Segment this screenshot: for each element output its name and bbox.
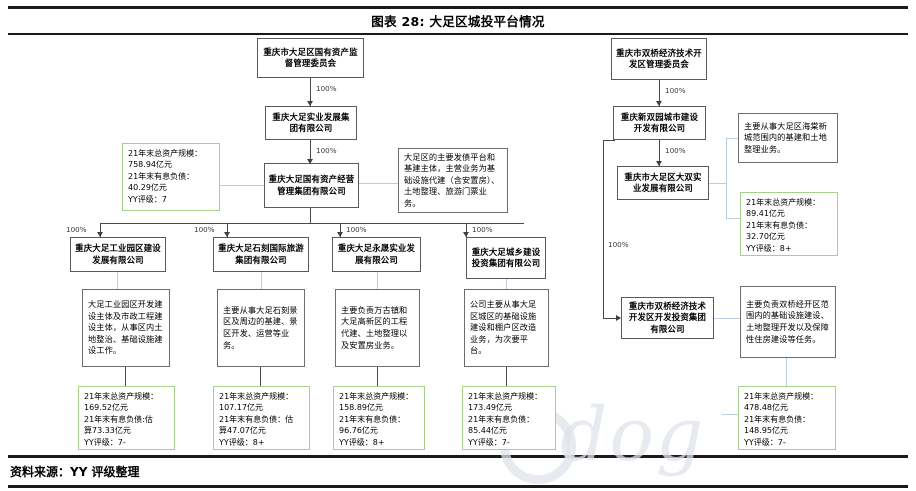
connector-sub3-desc	[377, 272, 379, 289]
pct-sub-2: 100%	[194, 225, 215, 234]
connector-dashuang-metric	[726, 218, 740, 220]
metric-core-platform: 21年末总资产规模： 758.94亿元 21年末有息负债： 40.29亿元 YY…	[122, 143, 220, 211]
connector-sasac-shiye	[310, 78, 312, 106]
node-subsidiary-2[interactable]: 重庆大足石刻国际旅游集团有限公司	[213, 237, 309, 272]
connector-drop-sub-3	[340, 223, 342, 237]
connector-kaitou-desc	[714, 318, 740, 320]
connector-dashuang-desc	[726, 138, 738, 140]
arrow-admin-xinshuangyuan	[655, 101, 662, 106]
connector-admin-xinshuangyuan	[659, 80, 661, 106]
connector-desc1-metric	[125, 367, 127, 386]
metric-subsidiary-1: 21年末总资产规模： 169.52亿元 21年末有息负债:估 算73.33亿元 …	[78, 386, 175, 450]
source-divider-rule	[8, 455, 908, 458]
pct-sasac-shiye: 100%	[316, 84, 337, 93]
metric-kaitou-group: 21年末总资产规模： 478.48亿元 21年末有息负债： 148.95亿元 Y…	[738, 386, 836, 450]
node-subsidiary-3[interactable]: 重庆大足永晟实业发展有限公司	[332, 237, 421, 272]
node-dashuang[interactable]: 重庆市大足区大双实业发展有限公司	[617, 166, 709, 200]
metric-dashuang: 21年末总资产规模： 89.41亿元 21年末有息负债： 32.70亿元 YY评…	[740, 192, 838, 256]
connector-drop-sub-4	[466, 223, 468, 237]
metric-subsidiary-4: 21年末总资产规模： 173.49亿元 21年末有息负债： 85.44亿元 YY…	[462, 386, 556, 450]
node-shiye-group[interactable]: 重庆大足实业发展集团有限公司	[265, 106, 357, 140]
pct-xinshuangyuan-dashuang: 100%	[665, 146, 686, 155]
watermark-text: dog	[560, 392, 706, 478]
source-note: 资料来源：YY 评级整理	[10, 465, 140, 479]
connector-sub4-desc	[506, 279, 508, 289]
connector-kaitou-metric-in	[722, 414, 738, 416]
arrow-elbow-kaitou	[616, 314, 621, 321]
connector-elbow-bottom	[603, 318, 620, 320]
desc-kaitou-group: 主要负责双桥经开区范围内的基础设施建设、土地整理开发以及保障性住房建设等任务。	[740, 286, 836, 358]
pct-admin-xinshuangyuan: 100%	[665, 86, 686, 95]
connector-dashuang-branch-h	[709, 183, 726, 185]
arrow-xinshuangyuan-dashuang	[655, 161, 662, 166]
node-sasac[interactable]: 重庆市大足区国有资产监督管理委员会	[257, 38, 364, 78]
top-rule	[8, 6, 908, 9]
desc-subsidiary-4: 公司主要从事大足区城区的基础设施建设和棚户区改造业务，为次要平台。	[464, 289, 549, 367]
arrow-sub-2	[223, 232, 230, 237]
connector-sub1-desc	[117, 272, 119, 289]
title-underline-rule	[8, 33, 908, 35]
page-title: 图表 28: 大足区城投平台情况	[371, 14, 545, 29]
desc-subsidiary-2: 主要从事大足石刻景区及周边的基建、景区开发、运营等业务。	[217, 289, 305, 367]
node-xinshuangyuan[interactable]: 重庆新双园城市建设开发有限公司	[613, 106, 706, 140]
connector-xinshuangyuan-dashuang	[659, 140, 661, 166]
connector-drop-sub-2	[227, 223, 229, 237]
connector-desc2-metric	[260, 367, 262, 386]
desc-core-platform: 大足区的主要发债平台和基建主体，主营业务为基础设施代建（含安置房）、土地整理、旅…	[398, 148, 508, 213]
connector-elbow-vertical	[603, 140, 605, 318]
node-kaitou-group[interactable]: 重庆市双桥经济技术开发区开发投资集团有限公司	[621, 297, 714, 339]
connector-core-desc	[359, 183, 398, 185]
metric-subsidiary-2: 21年末总资产规模： 107.17亿元 21年末有息负债：估 算47.07亿元 …	[213, 386, 310, 450]
bottom-rule	[8, 485, 908, 488]
node-subsidiary-1[interactable]: 重庆大足工业园区建设发展有限公司	[70, 237, 166, 272]
connector-subsidiary-bus	[100, 223, 524, 225]
desc-dashuang: 主要从事大足区海棠新城范围内的基建和土地整理业务。	[738, 113, 838, 163]
connector-core-metric	[220, 185, 264, 187]
arrow-sub-4	[462, 232, 469, 237]
pct-shiye-core: 100%	[316, 146, 337, 155]
desc-subsidiary-1: 大足工业园区开发建设主体及市政工程建设主体，从事区内土地整治、基础设施建设工作。	[82, 289, 170, 367]
node-shuangqiao-admin[interactable]: 重庆市双桥经济技术开发区管理委员会	[611, 38, 707, 80]
node-core-platform[interactable]: 重庆大足国有资产经营管理集团有限公司	[264, 163, 359, 208]
connector-dashuang-branch-v	[726, 138, 728, 218]
connector-shiye-core	[310, 140, 312, 164]
arrow-shiye-core	[306, 159, 313, 164]
node-subsidiary-4[interactable]: 重庆大足城乡建设投资集团有限公司	[466, 237, 546, 279]
pct-elbow-kaitou: 100%	[608, 240, 629, 249]
connector-elbow-top	[603, 140, 615, 142]
arrow-sub-3	[336, 232, 343, 237]
arrow-sub-1	[96, 232, 103, 237]
connector-kaitou-desc-metric	[786, 358, 788, 386]
connector-desc4-metric	[506, 367, 508, 386]
connector-core-bus-drop	[310, 208, 312, 223]
arrow-sasac-shiye	[306, 101, 313, 106]
connector-sub2-desc	[261, 272, 263, 289]
pct-sub-3: 100%	[346, 225, 367, 234]
connector-desc3-metric	[377, 367, 379, 386]
desc-subsidiary-3: 主要负责万古镇和大足高新区的工程代建、土地整理以及安置房业务。	[335, 289, 420, 367]
pct-sub-4: 100%	[472, 225, 493, 234]
connector-drop-sub-1	[100, 223, 102, 237]
metric-subsidiary-3: 21年末总资产规模： 158.89亿元 21年末有息负债： 96.76亿元 YY…	[333, 386, 425, 450]
pct-sub-1: 100%	[66, 225, 87, 234]
